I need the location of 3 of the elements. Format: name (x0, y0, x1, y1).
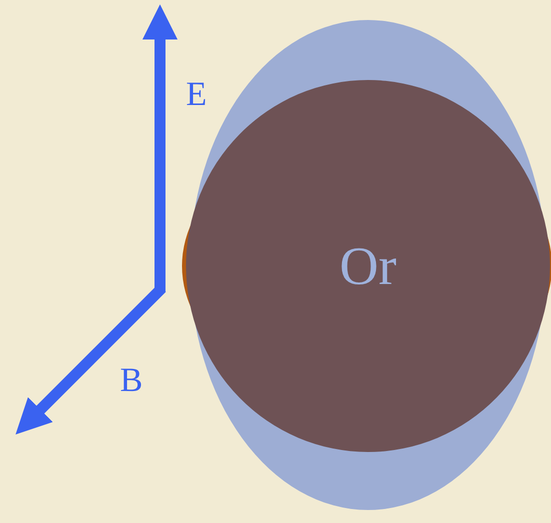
vector-label: E (186, 78, 207, 112)
vector-label: B (120, 364, 143, 398)
node-label: Or (340, 235, 396, 297)
